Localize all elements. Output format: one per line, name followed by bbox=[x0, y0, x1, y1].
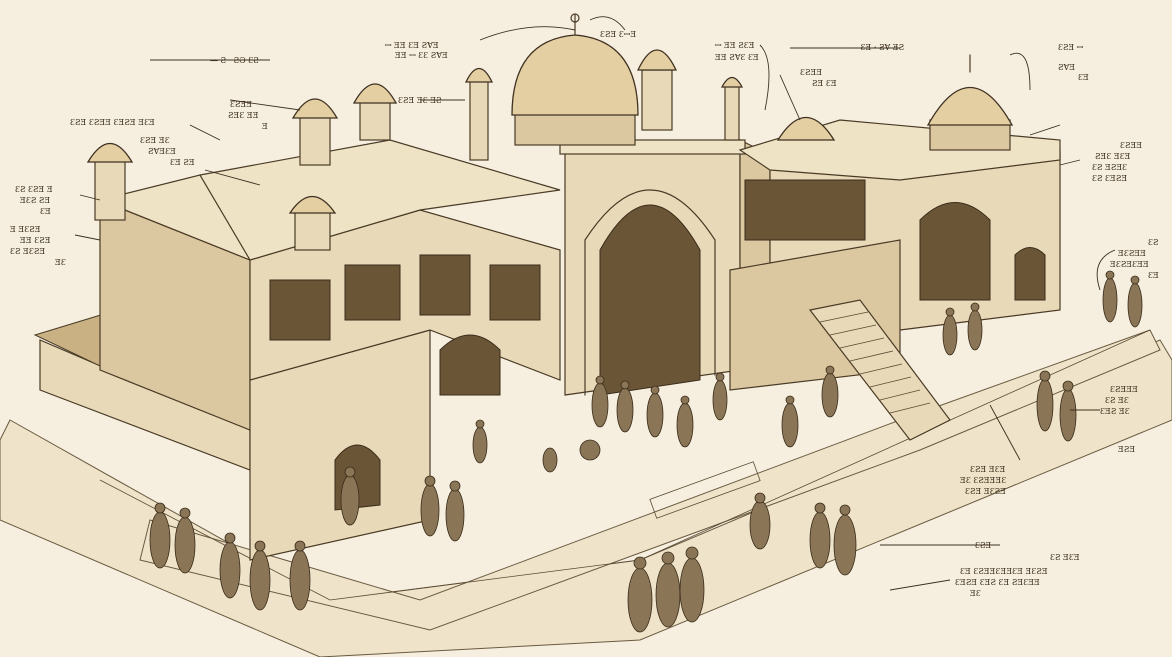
gateway-arch bbox=[599, 204, 701, 396]
minaret-right-center bbox=[641, 69, 673, 131]
minaret-left-center bbox=[469, 79, 489, 161]
annotation-left-mid-a-2: ƎƐƧ ƧƎ bbox=[20, 196, 50, 205]
annotation-right-upper-2: ƧƎƐ ƎƐƎ bbox=[1095, 152, 1131, 161]
annotation-dome-left-1: ƐƧƎƎ bbox=[230, 100, 252, 109]
chhatri-3 bbox=[294, 209, 331, 251]
annotation-left-mid-b-2: ƎƎ ƐƧƎ bbox=[20, 236, 51, 245]
annotation-center-lower-2: ƎƐ ƐƧƎƎƎƐ bbox=[960, 476, 1006, 485]
minaret-far bbox=[724, 84, 740, 141]
annotation-left-mid-b-1: Ǝ ƎƐƧƎ bbox=[10, 225, 41, 234]
gateway-arch-frame bbox=[584, 189, 716, 396]
plaza-edge bbox=[99, 329, 1151, 601]
annotation-left-upper-b-1: ƐƧƎ ƎƐ bbox=[140, 136, 170, 145]
interior-room-1 bbox=[269, 279, 331, 341]
annotation-dome-left-2: ƧƎƐ ƎƎ bbox=[228, 111, 259, 120]
right-arch-2 bbox=[1014, 247, 1046, 301]
annotation-right-upper-4: ƐƧ ƐƎƧƎ bbox=[1092, 174, 1127, 183]
annotation-top-right-center-1: ꟷ ƎƎ ƧƐƎ bbox=[715, 41, 755, 50]
minaret-dome-far bbox=[720, 76, 744, 88]
corner-tower-dome bbox=[86, 143, 134, 163]
annotation-top-left-scale: — Ƨ · ƧƏ ƐƧ bbox=[210, 56, 259, 65]
mid-arch bbox=[439, 334, 501, 396]
mid-left-roof bbox=[199, 139, 561, 261]
chhatri-3-dome bbox=[288, 196, 337, 214]
annotation-left-upper-b-2: ƧⱯƎƐƎ bbox=[148, 147, 176, 156]
center-dome bbox=[511, 34, 639, 116]
corner-tower-left bbox=[94, 159, 126, 221]
annotation-bottom-right-3: ƐƎƧƎ ƐƎƧ ƐƎ ƧƎƐƎƎ bbox=[955, 578, 1040, 587]
annotation-right-lower-4: ƎƧƎ bbox=[1118, 445, 1135, 454]
right-dome bbox=[926, 86, 1014, 126]
annotation-right-mid-4: ƐƎ bbox=[1148, 271, 1159, 280]
annotation-left-upper-a: ƐƧƎ ƐƧƎƎ ƐƎƧƎ ƎƐƎ bbox=[70, 118, 155, 127]
annotation-far-top-right-3: ƐƎ bbox=[1078, 73, 1089, 82]
annotation-center-dome: ƐƧƎ ƎƐ ƎƧ bbox=[398, 96, 442, 105]
annotation-right-dome-2: ƧƎ ƐƎ bbox=[812, 79, 837, 88]
plaza-basin bbox=[649, 461, 761, 519]
annotation-text-layer: — Ƨ · ƧƏ ƐƧ ꟷ ƎƎ ƐƎ ƧⱯƎ ƎƎ ꟷ ƐƐ ƧⱯƎ ƐƧƎ … bbox=[10, 30, 1159, 598]
chhatri-1-dome bbox=[291, 98, 339, 119]
annotation-left-mid-a-1: ƐƧ ƐƧƎ Ǝ bbox=[15, 185, 53, 194]
annotation-right-lower-2: ƐƧ ƎƐ bbox=[1105, 396, 1129, 405]
center-finial-tip bbox=[570, 13, 580, 23]
annotation-right-mid-2: ƎƐƧƎƎ bbox=[1118, 249, 1146, 258]
annotation-left-mid-a-3: ƐƎ bbox=[40, 207, 51, 216]
annotation-right-lower-1: ƐƧƎƎƎ bbox=[1110, 385, 1138, 394]
annotation-dome-left-3: Ǝ bbox=[262, 122, 268, 131]
annotation-far-top-right-1: ƐƧƎ ꟷ bbox=[1058, 43, 1084, 52]
annotation-right-upper-1: ƐƧƎƎ bbox=[1120, 141, 1142, 150]
annotation-right-mid-1: ƐƧ bbox=[1148, 238, 1158, 247]
interior-room-2 bbox=[344, 264, 401, 321]
right-arch bbox=[919, 202, 991, 301]
interior-room-3 bbox=[419, 254, 471, 316]
interior-room-4 bbox=[489, 264, 541, 321]
annotation-top-center-left-1: ꟷ ƎƎ ƐƎ ƧⱯƎ bbox=[385, 41, 439, 50]
chhatri-2 bbox=[359, 99, 391, 141]
annotation-right-mid-3: ƎƐƧƎƐƎƎ bbox=[1110, 260, 1149, 269]
annotation-left-upper-b-3: ƐƎ ƧƎ bbox=[170, 158, 195, 167]
stair-treads bbox=[819, 311, 931, 414]
chhatri-2-dome bbox=[352, 83, 398, 104]
annotation-left-mid-b-3: ƐƧ ƎƐƧƎ bbox=[10, 247, 45, 256]
minaret-dome-lc bbox=[464, 67, 494, 83]
annotation-top-center: ƐƧƎ ƐꟷƎ bbox=[600, 30, 636, 39]
crowd-figures bbox=[149, 270, 1143, 633]
annotation-top-center-left-2: ƎƎ ꟷ ƐƐ ƧⱯƎ bbox=[395, 51, 448, 60]
annotation-bottom-right-4: ƎƐ bbox=[970, 589, 981, 598]
annotation-bottom-right-title: ƐƧƎ bbox=[975, 541, 991, 550]
annotation-left-mid-b-4: ƎƐ bbox=[55, 258, 66, 267]
annotation-top-right-scale: — ƐƎ · ƧⱯ ƎƧ bbox=[850, 43, 904, 52]
right-interior bbox=[744, 179, 866, 241]
annotation-leaders bbox=[74, 16, 1116, 591]
annotation-right-lower-3: ƐƎƧ ƎƐ bbox=[1100, 407, 1130, 416]
annotation-center-lower-3: ƐƧƎ ƎƐƧƎ bbox=[965, 487, 1006, 496]
chhatri-1 bbox=[299, 114, 331, 166]
right-small-dome bbox=[776, 116, 836, 141]
annotation-center-lower-1: ƐƧƎ ƎƐƎ bbox=[970, 465, 1006, 474]
annotation-far-top-right-2: ƧⱯƎ bbox=[1058, 63, 1075, 72]
staircase bbox=[808, 299, 951, 441]
annotation-top-right-center-2: ƎƎ ƧⱯƐ ƐƎ bbox=[715, 53, 759, 62]
annotation-right-dome-1: ƐƧƎƎ bbox=[800, 68, 822, 77]
annotation-bottom-right-2: ƐƎ ƐƧƎƎƐƎƎƐƎ ƎƐƧƎ bbox=[960, 567, 1048, 576]
annotation-right-upper-3: ƐƧ ƎƧƎƐ bbox=[1092, 163, 1127, 172]
minaret-dome-rc bbox=[636, 49, 678, 71]
annotation-bottom-right-1: ƐƧ ƎƐƎ bbox=[1050, 553, 1080, 562]
